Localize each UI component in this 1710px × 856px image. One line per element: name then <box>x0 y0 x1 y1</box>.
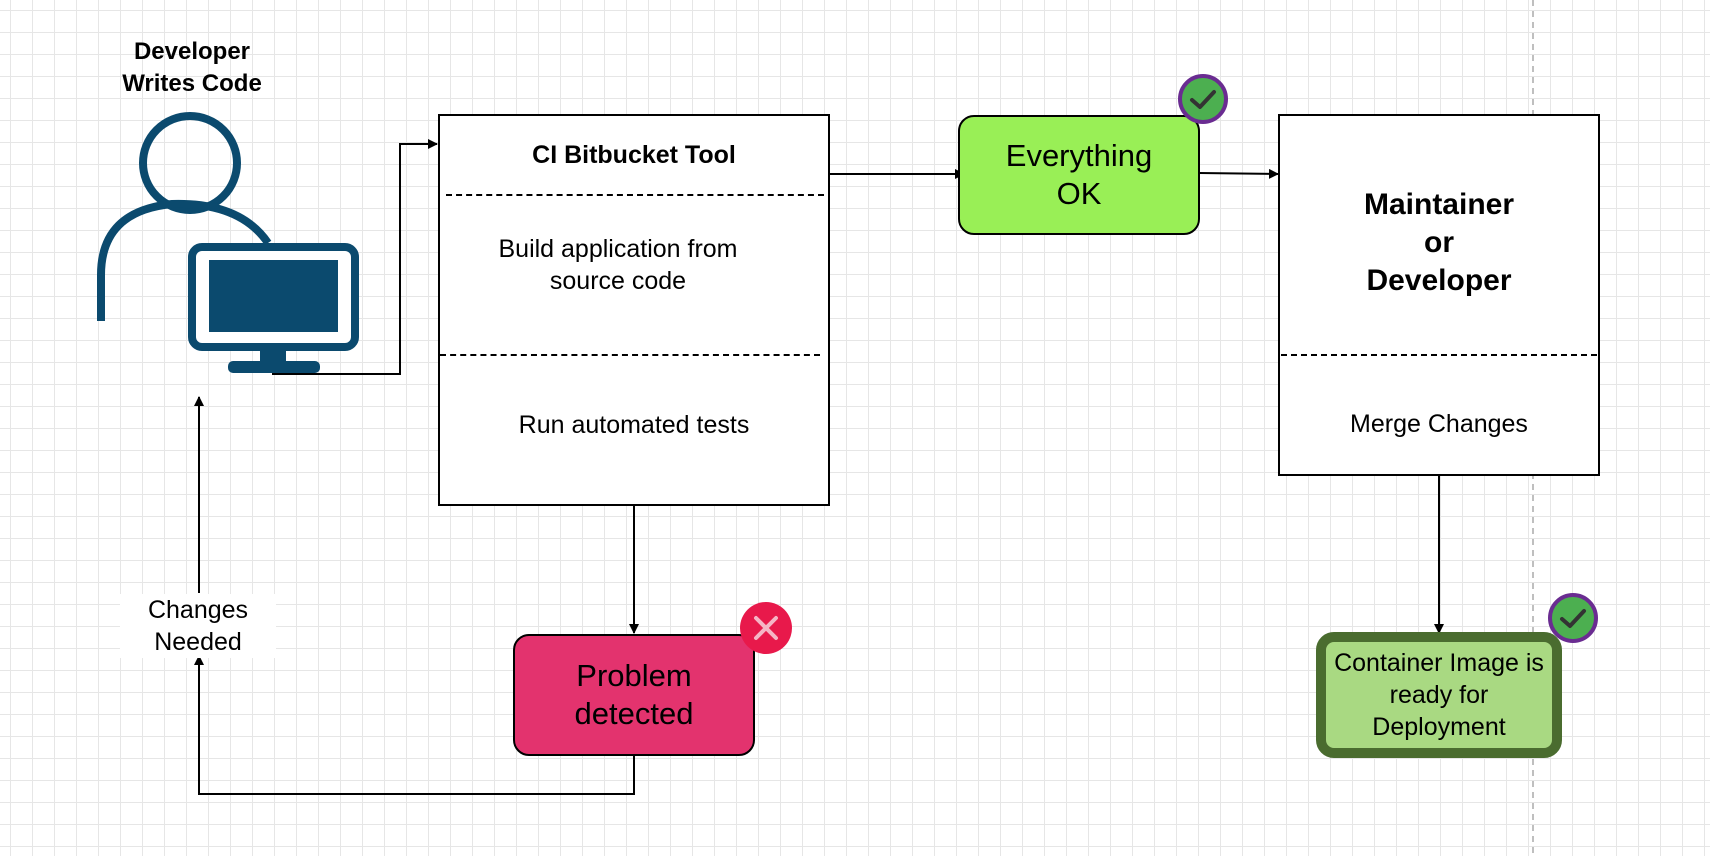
ci-tool-box <box>438 114 830 506</box>
maintainer-divider <box>1281 354 1597 356</box>
everything-ok-node: Everything OK <box>958 115 1200 235</box>
changes-needed-label: Changes Needed <box>120 594 276 658</box>
maintainer-action: Merge Changes <box>1350 410 1528 438</box>
x-circle-icon <box>740 602 792 654</box>
container-ready-node: Container Image is ready for Deployment <box>1316 632 1562 758</box>
arrow-problem-to-changes <box>194 655 635 795</box>
maintainer-box <box>1278 114 1600 476</box>
ci-tool-title: CI Bitbucket Tool <box>532 141 736 169</box>
ci-divider-1 <box>446 194 824 196</box>
arrow-developer-to-ci <box>272 139 438 375</box>
developer-computer-icon <box>97 112 359 373</box>
maintainer-title: Maintainer or Developer <box>1363 188 1515 297</box>
problem-detected-node: Problem detected <box>513 634 755 756</box>
ci-divider-2 <box>440 354 820 356</box>
check-circle-icon <box>1178 74 1228 124</box>
ci-step-build: Build application from source code <box>498 235 738 295</box>
ci-step-tests: Run automated tests <box>518 411 750 439</box>
check-circle-icon <box>1548 593 1598 643</box>
developer-title: Developer Writes Code <box>122 38 262 97</box>
arrow-ok-to-maintainer <box>1198 168 1279 179</box>
